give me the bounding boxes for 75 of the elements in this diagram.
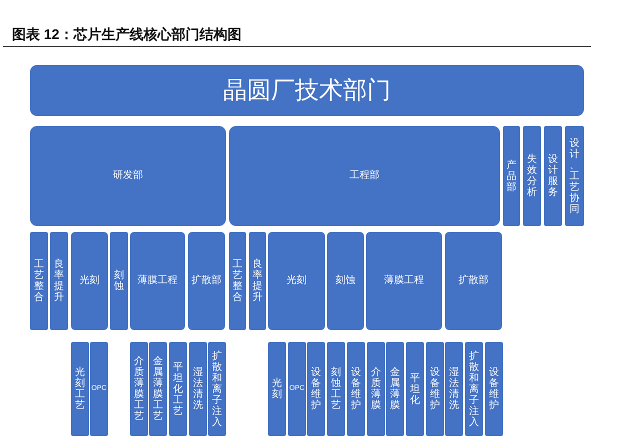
department-box [367,342,385,436]
department-label: 良率提升 [54,259,64,303]
department-box [50,232,68,330]
department-box [544,126,562,226]
department-box [130,342,148,436]
department-label: 刻蚀 [114,270,124,292]
department-label: 设计、工艺协同 [570,138,580,214]
department-box [188,232,225,330]
figure-title: 图表 12：芯片生产线核心部门结构图 [12,27,242,41]
department-box [71,232,108,330]
department-box [189,342,207,436]
department-box [268,342,286,436]
department-box [565,126,584,226]
department-label: 扩散和离子注入 [469,350,479,428]
department-label: 介质薄膜工艺 [134,356,144,422]
department-label: 失效分析 [527,154,537,198]
department-label: 刻蚀工艺 [331,367,341,411]
department-box [30,65,584,116]
department-label: 研发部 [113,170,143,182]
department-box [465,342,483,436]
department-box [426,342,444,436]
department-label: 薄膜工程 [138,274,178,288]
department-label: 晶圆厂技术部门 [223,76,391,106]
department-box [485,342,503,436]
department-box [229,232,246,330]
department-label: 平坦化 [410,372,420,406]
department-label: 设备维护 [311,367,321,411]
department-box [347,342,365,436]
department-box [503,126,520,226]
department-label: 光刻 [80,274,100,288]
department-label: 刻蚀 [336,274,356,288]
department-label: 光刻工艺 [75,367,85,411]
department-label: 产品部 [506,160,516,192]
department-box [149,342,167,436]
department-label: 设备维护 [351,367,361,411]
department-box [406,342,424,436]
department-box [366,232,442,330]
department-label: 扩散部 [458,274,488,288]
department-box [30,232,48,330]
department-label: 金属薄膜 [390,367,400,411]
department-box [445,342,463,436]
department-box [169,342,187,436]
department-label: 良率提升 [252,259,262,303]
department-label: 介质薄膜 [371,367,381,411]
department-label: 平坦化工艺 [173,362,183,416]
department-box [288,342,306,436]
department-box [268,232,325,330]
department-label: 扩散部 [192,274,222,288]
department-label: 扩散和离子注入 [212,350,222,428]
department-label: 湿法清洗 [193,367,203,411]
department-box [327,232,364,330]
department-label: 设备维护 [489,367,499,411]
department-label: 设计服务 [548,154,558,198]
department-box [445,232,502,330]
department-box [307,342,325,436]
department-label: 工程部 [350,170,380,182]
department-box [229,126,500,226]
department-box [110,232,128,330]
department-box [90,342,108,436]
department-box [249,232,266,330]
department-box [71,342,89,436]
department-label: 薄膜工程 [384,274,424,288]
department-box [386,342,404,436]
department-label: 湿法清洗 [449,367,459,411]
department-box [327,342,345,436]
department-box [30,126,226,226]
department-box [208,342,226,436]
department-label: 工艺整合 [34,259,44,303]
department-label: 工艺整合 [232,259,242,303]
department-label: 金属薄膜工艺 [153,356,163,422]
department-label: 设备维护 [430,367,440,411]
department-box [130,232,185,330]
department-label: 光刻 [272,378,282,400]
department-label: 光刻 [286,274,306,288]
department-box [523,126,541,226]
